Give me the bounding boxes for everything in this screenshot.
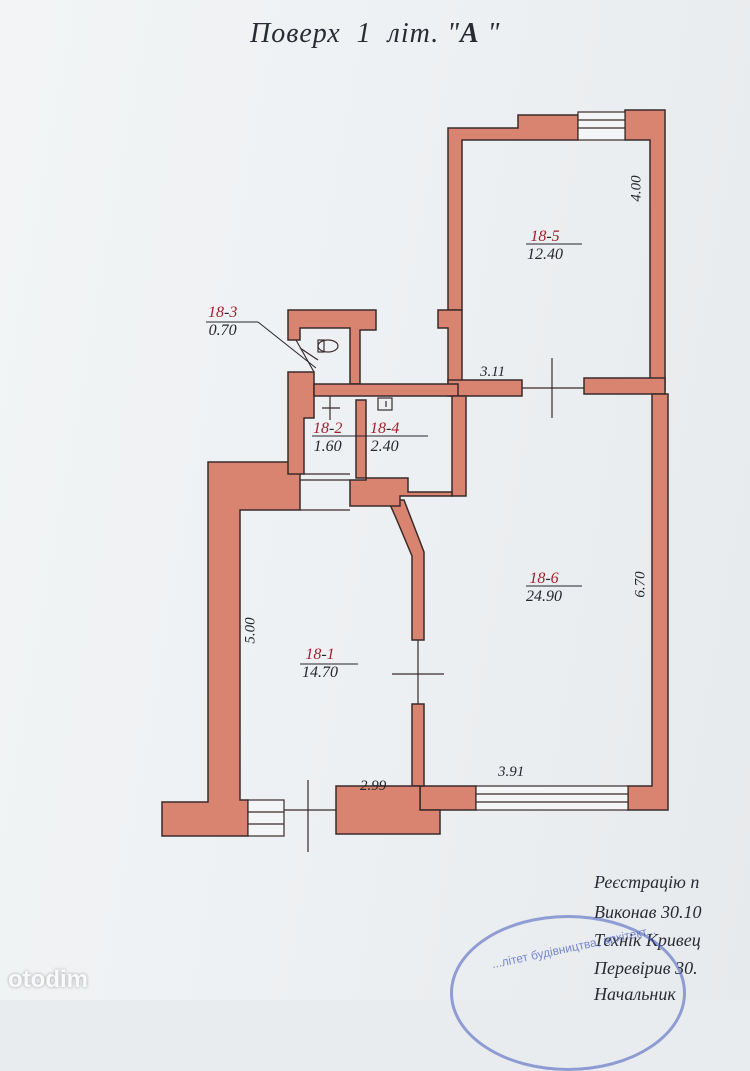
dimension-room5-height: 4.00 <box>628 175 645 202</box>
wall-1-6-lower <box>411 703 425 787</box>
registration-line-2: Виконав 30.10 <box>594 902 702 922</box>
room-number: 3 <box>229 304 238 321</box>
wall-2-4 <box>355 399 367 479</box>
room-number: 4 <box>391 420 400 437</box>
window-room5 <box>577 111 626 141</box>
watermark-logo: otodim <box>8 966 88 993</box>
dimension-room5-width: 3.11 <box>480 364 506 380</box>
room-label-18-5: 18-5 12.40 <box>527 228 563 263</box>
page-title: Поверх 1 літ. "А " <box>250 18 630 50</box>
wall-5-6-left <box>447 379 523 397</box>
wall-room5-top-left <box>447 114 579 311</box>
room-area: 2.40 <box>370 438 399 455</box>
wall-room1-bottom <box>335 785 441 835</box>
wall-room5-top-right <box>624 109 666 391</box>
wall-room5-left-lower <box>437 309 463 383</box>
room-number: 5 <box>551 228 560 245</box>
room-code: 18 <box>370 420 386 437</box>
title-prefix: Поверх 1 літ. " <box>250 18 460 49</box>
room-code: 18 <box>530 228 547 245</box>
wall-room3-bottom <box>313 383 459 397</box>
room-code: 18 <box>208 304 224 321</box>
room-code: 18 <box>529 570 546 587</box>
wall-4-6 <box>451 395 467 497</box>
room-number: 6 <box>550 570 559 587</box>
window-room6 <box>475 785 629 811</box>
room-number: 2 <box>334 420 343 437</box>
title-suffix: " <box>479 18 501 49</box>
room-area: 1.60 <box>313 438 342 455</box>
room-code: 18 <box>305 646 322 663</box>
dimension-room6-width: 3.91 <box>498 764 525 780</box>
wall-room6-right <box>627 393 669 811</box>
room-code: 18 <box>313 420 329 437</box>
wall-room2-left <box>287 371 315 475</box>
room-number: 1 <box>326 646 335 663</box>
wall-1-6-slanted <box>386 499 425 641</box>
room-area: 14.70 <box>302 664 338 681</box>
dimension-room6-height: 6.70 <box>632 571 649 598</box>
wall-room6-bottom-left <box>419 785 477 811</box>
room-label-18-6: 18-6 24.90 <box>526 570 562 605</box>
floor-plan <box>161 109 669 852</box>
official-stamp <box>450 915 686 1071</box>
room-label-18-1: 18-1 14.70 <box>302 646 338 681</box>
wall-room1-left <box>161 461 301 837</box>
room-label-18-4: 18-4 2.40 <box>370 420 400 455</box>
room-area: 12.40 <box>527 246 563 263</box>
wall-5-6-right <box>583 377 666 395</box>
window-room1 <box>247 799 285 837</box>
title-letter: А <box>459 18 480 49</box>
room-area: 24.90 <box>526 588 562 605</box>
room-area: 0.70 <box>208 322 237 339</box>
registration-line-1: Реєстрацію п <box>594 872 700 892</box>
dimension-room1-height: 5.00 <box>242 617 259 644</box>
room-label-18-2: 18-2 1.60 <box>313 420 343 455</box>
room-label-18-3: 18-3 0.70 <box>208 304 238 339</box>
dimension-room1-width: 2.99 <box>360 778 387 794</box>
